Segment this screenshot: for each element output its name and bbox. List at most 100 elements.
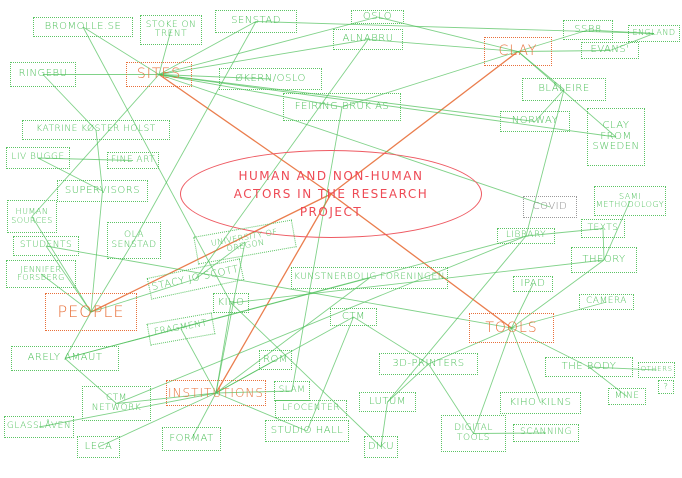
node-senstad[interactable]: Senstad: [215, 10, 297, 33]
connection-ctm-printers: [353, 316, 429, 365]
connection-institutions-slam: [215, 390, 293, 394]
connection-tools-camera: [511, 301, 607, 329]
node-human-sources[interactable]: Human sources: [7, 200, 57, 233]
node-arely-amaut[interactable]: Arely Amaut: [11, 346, 119, 371]
connection-people-arely: [64, 311, 92, 359]
connection-tools-printers: [428, 327, 512, 365]
node-stoke-on-trent[interactable]: Stoke on Trent: [140, 15, 202, 45]
connection-tools-thebody: [511, 327, 590, 368]
connection-senstad-england: [255, 21, 655, 34]
node-norway[interactable]: Norway: [500, 111, 570, 132]
node-format[interactable]: Format: [162, 427, 221, 451]
connection-supervisors-livbugge: [37, 157, 103, 192]
node-digital-tools[interactable]: Digital tools: [441, 415, 506, 452]
node-3d-printers[interactable]: 3D-printers: [379, 353, 478, 375]
node-ssb8[interactable]: SSB8: [563, 20, 613, 40]
node-leca[interactable]: Leca: [77, 436, 120, 458]
connection-sites-okern: [158, 74, 271, 80]
node-mine[interactable]: Mine: [608, 388, 646, 405]
connection-sites-clayfromsweden: [158, 74, 617, 138]
node-texts[interactable]: Texts: [581, 219, 625, 238]
node-camera[interactable]: Camera: [579, 294, 634, 310]
node-theory[interactable]: Theory: [571, 247, 637, 273]
connection-tools-kihokilns: [511, 327, 541, 404]
node-diku[interactable]: Diku: [364, 436, 398, 458]
node-kunstnerbolig-foreningen[interactable]: Kunstnerbolig foreningen: [291, 267, 448, 289]
connection-digitaltools-printers: [428, 363, 474, 434]
node-ola-senstad[interactable]: Ola Senstad: [107, 222, 161, 259]
node-kiho-kilns[interactable]: Kiho kilns: [500, 392, 581, 414]
category-people[interactable]: People: [45, 293, 137, 331]
connection-thebody-others: [588, 366, 657, 371]
node-alnabru[interactable]: Alnabru: [333, 29, 403, 50]
node-jennifer-forsberg[interactable]: Jennifer Forsberg: [6, 260, 76, 288]
node-question[interactable]: ?: [658, 380, 674, 394]
node-feiring-bruk[interactable]: Feiring Bruk AS: [283, 93, 401, 121]
connection-people-ola: [90, 240, 135, 313]
node-ringebu[interactable]: Ringebu: [10, 62, 76, 87]
connection-library-texts: [525, 228, 604, 237]
node-library[interactable]: Library: [497, 228, 555, 244]
connection-bromolle-kiho: [82, 26, 232, 304]
connection-library-ctmnetwork: [116, 235, 527, 404]
node-okern-oslo[interactable]: Økern/Oslo: [219, 68, 322, 90]
connection-ctm-studiohall: [306, 316, 354, 432]
node-blaleire[interactable]: Blåleire: [522, 78, 606, 101]
connection-institutions-kunstnerbolig: [215, 277, 370, 394]
node-the-body[interactable]: The body: [545, 357, 633, 377]
connection-sites-humansources: [31, 74, 160, 217]
node-students[interactable]: Students: [13, 236, 79, 256]
connection-institutions-glasslaven: [38, 392, 217, 428]
node-ipad[interactable]: iPad: [513, 276, 553, 292]
node-glasslaven[interactable]: Glasslåven: [4, 416, 74, 438]
connection-sites-stoke: [158, 29, 172, 75]
connection-thebody-mine: [588, 366, 628, 397]
node-liv-bugge[interactable]: Liv Bugge: [6, 147, 70, 169]
connection-clay-feiring: [341, 51, 519, 108]
connection-clay-evans: [517, 50, 611, 52]
connection-institutions-leca: [98, 392, 217, 448]
category-institutions[interactable]: Institutions: [166, 380, 266, 406]
connection-theory-texts: [602, 228, 605, 261]
connection-people-students: [45, 245, 92, 313]
connection-sites-oslo: [158, 16, 378, 75]
node-studio-hall[interactable]: Studio Hall: [265, 420, 349, 442]
node-fine-art[interactable]: Fine art: [107, 152, 159, 169]
node-england[interactable]: England: [628, 25, 680, 42]
connection-sites-feiring: [158, 74, 343, 108]
connection-blaleire-norway: [534, 89, 565, 122]
node-scanning[interactable]: Scanning: [513, 424, 579, 442]
node-oslo[interactable]: Oslo: [351, 10, 404, 24]
connection-clay-ssb8: [517, 29, 589, 52]
connection-people-stacy: [90, 278, 196, 313]
connection-lutum-diku: [380, 401, 388, 448]
node-slam[interactable]: Slam: [274, 381, 310, 401]
node-lfocenter[interactable]: Lfocenter: [275, 400, 347, 418]
connection-sites-senstad: [158, 21, 257, 75]
node-bromolle[interactable]: Bromolle.se: [33, 17, 133, 37]
node-sami-methodology[interactable]: Sami methodology: [594, 186, 666, 216]
connection-digitaltools-scanning: [473, 432, 547, 434]
node-covid[interactable]: Covid: [523, 196, 577, 218]
node-ctm[interactable]: CTM: [330, 308, 377, 326]
node-kiho[interactable]: Kiho: [213, 293, 249, 313]
category-tools[interactable]: Tools: [469, 313, 554, 343]
node-rom[interactable]: Rom: [259, 350, 292, 370]
connection-kiho-theory: [230, 259, 605, 304]
connection-theory-sami: [603, 200, 631, 261]
category-clay[interactable]: Clay: [484, 37, 552, 66]
node-katrine-koster-holst[interactable]: Katrine Køster Holst: [22, 120, 170, 140]
node-evans[interactable]: Evans': [581, 42, 639, 59]
node-clay-from-sweden[interactable]: Clay from Sweden: [587, 108, 645, 166]
node-supervisors[interactable]: Supervisors: [57, 180, 148, 202]
node-others[interactable]: Others: [638, 362, 675, 378]
node-ctm-network[interactable]: CTM network: [82, 386, 151, 421]
node-lutum[interactable]: Lutum: [359, 392, 416, 412]
connection-senstad-ola: [133, 21, 257, 241]
connection-tools-students: [45, 245, 512, 329]
connection-sites-bromolle: [82, 26, 160, 75]
connection-people-supervisors: [90, 190, 103, 313]
connection-clay-alnabru: [367, 39, 519, 52]
category-sites[interactable]: Sites: [126, 62, 192, 87]
